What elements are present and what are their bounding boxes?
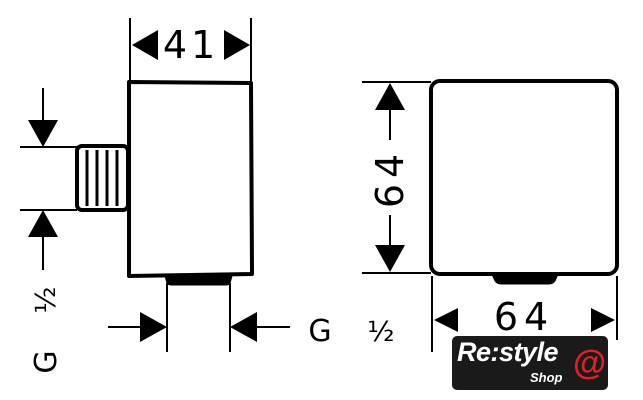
width-64-label: 64 — [494, 295, 554, 339]
thread-g-label: G — [29, 350, 64, 373]
thread-connector — [75, 144, 130, 212]
bottom-thread-g-label: G — [308, 314, 331, 349]
thread-grooves — [85, 150, 119, 206]
front-view — [362, 79, 619, 352]
bottom-thread-size-label: ½ — [367, 315, 394, 348]
dim-arrow — [230, 312, 257, 342]
dim-arrow — [375, 83, 405, 110]
dim-arrow — [375, 245, 405, 272]
front-body — [429, 79, 619, 276]
dim-arrow — [591, 308, 615, 332]
restyle-shop-logo: Re:style Shop @ — [452, 336, 608, 390]
width-41-label: 41 — [163, 23, 219, 67]
thread-size-label: ½ — [29, 286, 62, 313]
dim-arrow — [140, 312, 167, 342]
dim-arrow — [434, 308, 458, 332]
side-body — [127, 80, 254, 278]
logo-at-cart-icon: @ — [573, 344, 607, 382]
logo-main-text: Re:style — [457, 337, 559, 367]
front-outlet — [491, 273, 559, 285]
dim-arrow — [224, 30, 250, 60]
height-64-label: 64 — [368, 148, 412, 208]
bottom-outlet — [164, 275, 233, 286]
dim-arrow — [28, 210, 58, 237]
dim-arrow — [28, 120, 58, 147]
logo-sub-text: Shop — [530, 370, 563, 385]
dim-arrow — [132, 30, 158, 60]
side-view — [20, 18, 290, 352]
